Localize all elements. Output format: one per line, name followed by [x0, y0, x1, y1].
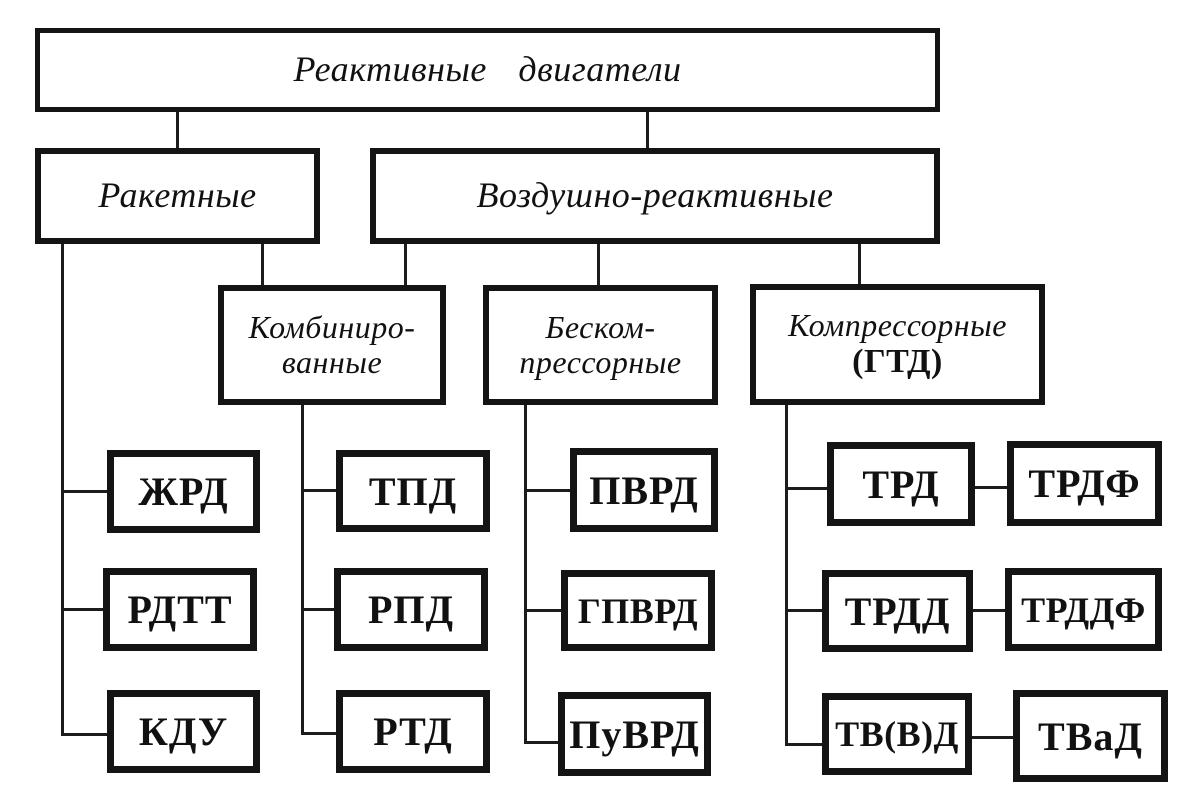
node-air-breathing-engines-label: Воздушно-реактивные	[476, 175, 834, 216]
connector-compressorless-puvrd	[524, 741, 560, 744]
connector-rocket-kdu	[61, 733, 109, 736]
node-zhrd: ЖРД	[107, 450, 260, 533]
node-rpd: РПД	[334, 568, 488, 651]
node-kdu: КДУ	[107, 690, 260, 773]
node-gpvrd: ГПВРД	[561, 570, 715, 651]
connector-root-rocket	[176, 110, 179, 150]
connector-root-air	[646, 110, 649, 150]
node-trddf-label: ТРДДФ	[1021, 589, 1146, 630]
connector-combined-rpd	[301, 608, 336, 611]
node-combined-engines-label-line1: Комбиниро-	[248, 308, 416, 345]
node-trd-label: ТРД	[862, 461, 940, 507]
node-reactive-engines-label: Реактивные двигатели	[293, 49, 682, 90]
node-combined-engines: Комбиниро- ванные	[218, 285, 446, 405]
connector-trunk-compressor	[785, 403, 788, 746]
connector-compressor-tvvd	[785, 743, 824, 746]
connector-air-compressor	[858, 242, 861, 287]
connector-trunk-rocket	[61, 242, 64, 736]
connector-compressor-trd	[785, 487, 829, 490]
node-tvvd: ТВ(В)Д	[822, 693, 972, 775]
connector-rocket-rdtt	[61, 608, 105, 611]
node-rtd: РТД	[336, 690, 490, 773]
connector-compressorless-gpvrd	[524, 609, 563, 612]
node-kdu-label: КДУ	[138, 709, 229, 754]
node-rdtt-label: РДТТ	[127, 587, 233, 632]
node-pvrd: ПВРД	[570, 448, 718, 532]
connector-rocket-zhrd	[61, 490, 109, 493]
node-rtd-label: РТД	[373, 709, 453, 754]
node-rdtt: РДТТ	[103, 568, 257, 651]
node-compressor-engines-gtd: Компрессорные (ГТД)	[750, 284, 1045, 405]
node-trddf: ТРДДФ	[1005, 568, 1162, 651]
node-puvrd: ПуВРД	[558, 692, 711, 776]
node-tvad-label: ТВаД	[1038, 713, 1143, 759]
node-trdd: ТРДД	[822, 570, 973, 652]
node-trdf-label: ТРДФ	[1028, 461, 1141, 506]
node-trdf: ТРДФ	[1007, 441, 1162, 526]
connector-tvvd-tvad	[970, 736, 1015, 739]
node-rpd-label: РПД	[367, 587, 455, 632]
node-air-breathing-engines: Воздушно-реактивные	[370, 148, 940, 244]
connector-trunk-compressorless	[524, 403, 527, 744]
connector-air-combined	[404, 242, 407, 287]
node-tvad: ТВаД	[1013, 690, 1168, 782]
connector-trdd-trddf	[971, 609, 1007, 612]
connector-rocket-combined	[261, 242, 264, 287]
node-trdd-label: ТРДД	[844, 588, 951, 634]
node-compressorless-engines-label-line1: Беском-	[545, 308, 656, 345]
node-compressorless-engines-label-line2: прессорные	[519, 344, 682, 380]
node-puvrd-label: ПуВРД	[569, 711, 700, 757]
node-compressor-engines-label-line2: (ГТД)	[852, 343, 943, 381]
connector-combined-rtd	[301, 732, 338, 735]
node-pvrd-label: ПВРД	[589, 467, 699, 513]
node-reactive-engines: Реактивные двигатели	[35, 28, 940, 112]
node-zhrd-label: ЖРД	[138, 469, 229, 514]
connector-air-compressorless	[597, 242, 600, 287]
node-tpd: ТПД	[336, 450, 490, 532]
node-gpvrd-label: ГПВРД	[577, 590, 699, 631]
connector-compressorless-pvrd	[524, 489, 572, 492]
node-rocket-engines-label: Ракетные	[98, 175, 257, 216]
connector-trd-trdf	[973, 486, 1009, 489]
node-rocket-engines: Ракетные	[35, 148, 320, 244]
connector-trunk-combined	[301, 403, 304, 735]
node-compressorless-engines: Беском- прессорные	[483, 285, 718, 405]
node-trd: ТРД	[827, 442, 975, 526]
connector-combined-tpd	[301, 489, 338, 492]
connector-compressor-trdd	[785, 609, 824, 612]
node-combined-engines-label-line2: ванные	[281, 344, 383, 380]
node-compressor-engines-label-line1: Компрессорные	[788, 307, 1007, 344]
node-tpd-label: ТПД	[368, 468, 458, 514]
node-tvvd-label: ТВ(В)Д	[835, 714, 959, 754]
